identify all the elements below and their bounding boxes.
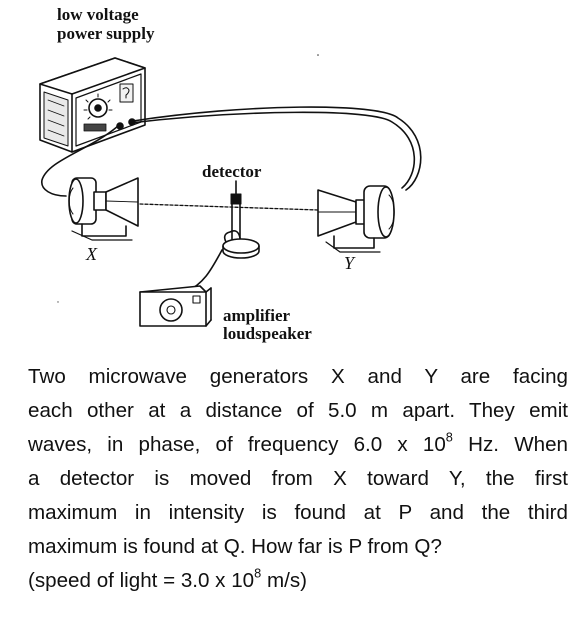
question-line-3-text: waves, in phase, of frequency 6.0 x 10 — [28, 433, 446, 456]
amplifier-label-line2: loudspeaker — [223, 324, 312, 343]
question-line-5: maximum in intensity is found at P and t… — [28, 501, 568, 524]
horn-antenna-icon — [68, 177, 139, 241]
power-supply-box-icon — [39, 57, 146, 153]
loudspeaker-box-icon — [139, 285, 212, 327]
question-line-4: a detector is moved from X toward Y, the… — [28, 467, 568, 490]
question-line-2: each other at a distance of 5.0 m apart.… — [28, 399, 568, 422]
amplifier-label-line1: amplifier — [223, 306, 291, 325]
question-text: Two microwave generators X and Y are fac… — [28, 360, 568, 598]
microwave-path — [139, 203, 319, 211]
horn-antenna-icon — [317, 185, 395, 253]
question-line-7-tail: m/s) — [261, 569, 307, 592]
question-line-7-text: (speed of light = 3.0 x 10 — [28, 569, 255, 592]
question-line-3: waves, in phase, of frequency 6.0 x 108 … — [28, 428, 568, 462]
question-line-7: (speed of light = 3.0 x 108 m/s) — [28, 564, 568, 598]
power-supply-label-line1: low voltage — [57, 5, 139, 24]
generator-y-label: Y — [344, 253, 355, 273]
generator-x-label: X — [86, 244, 97, 264]
power-supply-label-line2: power supply — [57, 24, 155, 43]
power-cables — [41, 106, 422, 197]
page-speck — [57, 301, 59, 303]
apparatus-drawing — [39, 54, 422, 327]
page-speck — [317, 54, 319, 56]
question-line-3-tail: Hz. When — [452, 433, 568, 456]
probe-detector-icon — [185, 180, 260, 293]
exponent: 8 — [445, 429, 453, 445]
question-line-6: maximum is found at Q. How far is P from… — [28, 535, 442, 558]
apparatus-diagram: low voltage power supply detector X Y am… — [39, 5, 422, 343]
exponent: 8 — [254, 565, 262, 581]
question-line-1: Two microwave generators X and Y are fac… — [28, 365, 568, 388]
detector-label: detector — [202, 162, 262, 181]
